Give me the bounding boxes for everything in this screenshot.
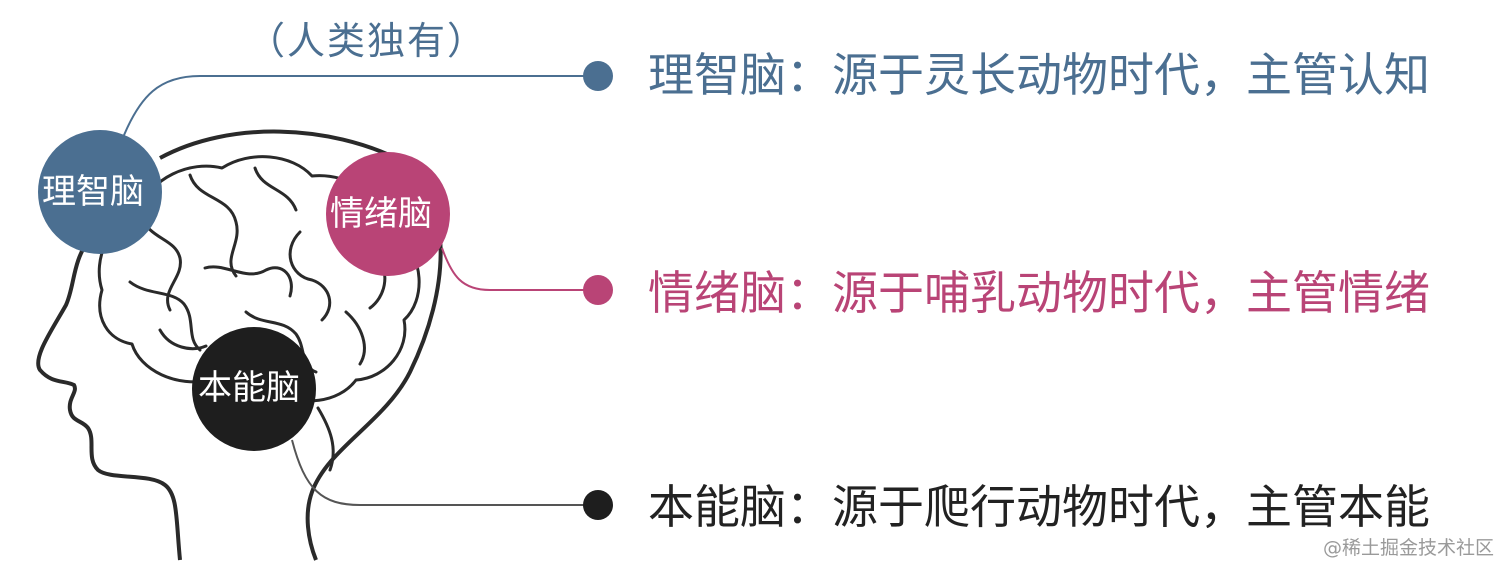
head-back-outline [159,129,443,561]
instinct-brain-circle [192,327,316,451]
emotional-brain-description: 情绪脑：源于哺乳动物时代，主管情绪 [648,266,1430,320]
emotional-brain-badge: 情绪脑 [330,194,432,234]
human-only-annotation: （人类独有） [247,19,488,63]
rational-brain-badge: 理智脑 [42,172,144,212]
instinct-brain-description: 本能脑：源于爬行动物时代，主管本能 [648,480,1430,534]
instinct-brain-badge: 本能脑 [198,368,300,408]
watermark: @稀土掘金技术社区 [1322,537,1494,559]
rational-brain-description: 理智脑：源于灵长动物时代，主管认知 [648,48,1430,102]
rational-brain-circle [38,130,162,254]
bullet-dot-emotional [583,275,613,305]
connector-line-rational [121,75,598,141]
connector-line-instinct [291,439,598,506]
bullet-dot-instinct [583,490,613,520]
head-outline-icon [36,236,182,561]
connector-line-emotional [441,247,598,291]
bullet-dot-rational [583,61,613,91]
emotional-brain-circle [326,152,450,276]
